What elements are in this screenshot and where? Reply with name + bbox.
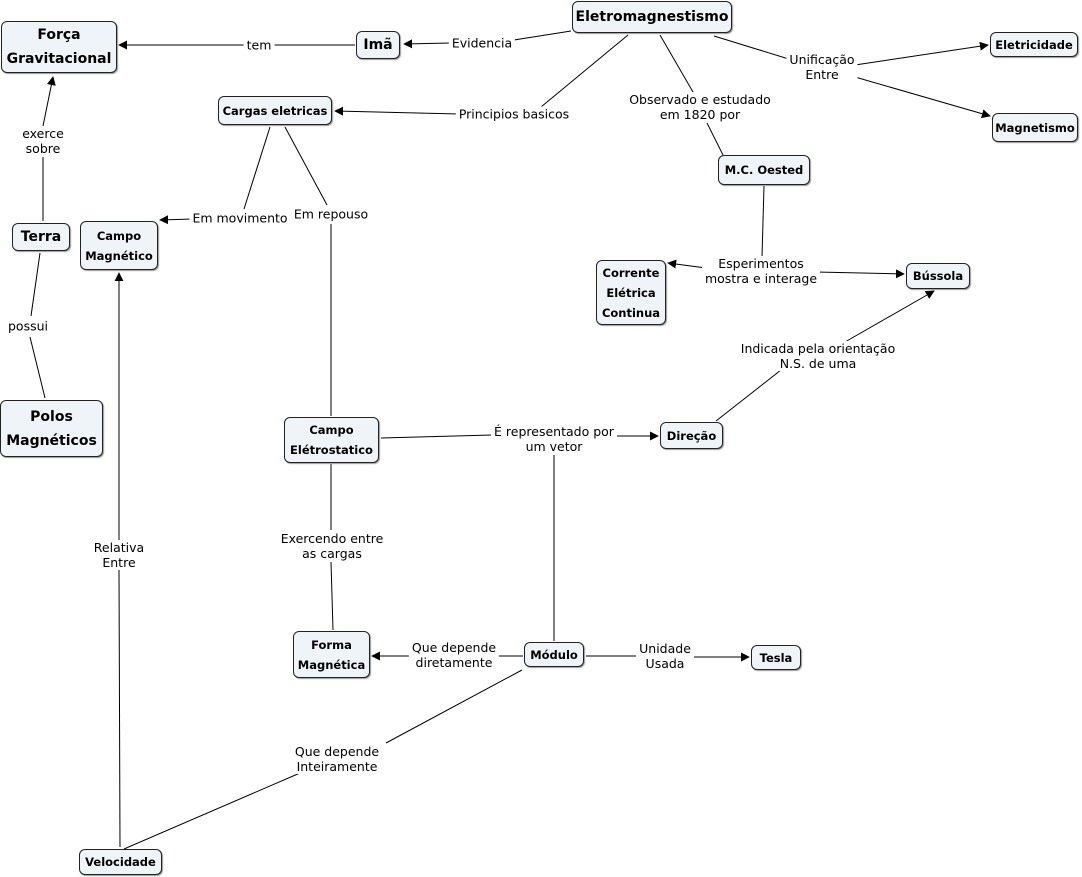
edge-oested-esperimentos [761, 185, 765, 258]
node-direcao[interactable]: Direção [660, 422, 723, 449]
edge-exercendo-forma [330, 561, 334, 631]
link-label-em-movimento: Em movimento [189, 210, 291, 226]
link-label-que-depende-diretamente: Que depende diretamente [408, 640, 500, 670]
edge-dependeint-velocidade [123, 772, 301, 850]
link-label-exercendo: Exercendo entre as cargas [277, 531, 387, 561]
edge-direcao-indicada [715, 369, 782, 422]
edge-unificacao-magnetismo [854, 76, 991, 119]
link-label-relativa: Relativa Entre [90, 540, 148, 570]
edge-eletro-unificacao [713, 35, 793, 61]
link-label-exerce: exerce sobre [19, 126, 67, 156]
edge-campo-ele-representado [380, 434, 493, 439]
link-label-tem: tem [243, 37, 275, 53]
node-mc-oested[interactable]: M.C. Oested [718, 155, 810, 185]
link-label-evidencia: Evidencia [448, 35, 516, 51]
edge-esperimentos-corrente [667, 259, 707, 269]
edge-cargas-movimento [243, 126, 271, 210]
node-terra[interactable]: Terra [12, 223, 70, 251]
link-label-que-depende-inteiramente: Que depende Inteiramente [291, 744, 383, 774]
edge-observado-oested [706, 122, 724, 156]
node-eletromagnetismo[interactable]: Eletromagnestismo [572, 1, 732, 33]
node-eletricidade[interactable]: Eletricidade [990, 32, 1078, 57]
edge-modulo-dependeint [385, 669, 523, 744]
link-label-unidade: Unidade Usada [636, 641, 694, 671]
edge-velocidade-relativa [118, 569, 121, 848]
link-label-em-repouso: Em repouso [290, 206, 372, 222]
node-corrente-eletrica[interactable]: Corrente Elétrica Continua [596, 260, 666, 325]
node-polos-magneticos[interactable]: Polos Magnéticos [0, 400, 103, 457]
node-campo-magnetico[interactable]: Campo Magnético [80, 221, 158, 270]
edge-movimento-campo [159, 215, 193, 225]
edge-esperimentos-bussola [815, 269, 905, 279]
edge-evidencia-ima [403, 39, 451, 49]
edge-exerce-forca [42, 76, 56, 127]
node-tesla[interactable]: Tesla [751, 645, 801, 670]
edge-eletro-observado [659, 34, 694, 93]
node-ima[interactable]: Imã [356, 31, 400, 59]
edge-terra-possui [30, 252, 41, 317]
node-forma-magnetica[interactable]: Forma Magnética [293, 631, 370, 678]
node-bussola[interactable]: Bússola [906, 263, 970, 289]
node-modulo[interactable]: Módulo [524, 642, 584, 667]
edge-eletro-evidencia [513, 30, 572, 41]
link-label-principios: Principios basicos [455, 106, 573, 122]
edge-cargas-repouso [284, 126, 328, 206]
node-magnetismo[interactable]: Magnetismo [992, 113, 1078, 142]
link-label-observado: Observado e estudado em 1820 por [626, 92, 774, 122]
edge-possui-polos [29, 336, 46, 399]
node-forca-gravitacional[interactable]: Força Gravitacional [1, 21, 117, 73]
node-cargas-eletricas[interactable]: Cargas eletricas [218, 96, 332, 125]
edge-unificacao-eletricidade [854, 41, 989, 66]
node-velocidade[interactable]: Velocidade [79, 849, 162, 875]
link-label-representado: É representado por um vetor [491, 424, 617, 454]
link-label-possui: possui [4, 318, 52, 334]
link-label-esperimentos: Esperimentos mostra e interage [701, 256, 821, 286]
node-campo-eletrostatico[interactable]: Campo Elétrostatico [284, 417, 379, 463]
edge-eletro-principios [540, 34, 629, 108]
link-label-unificacao: Unificação Entre [786, 52, 858, 82]
edge-principios-cargas [334, 106, 460, 116]
edge-indicada-bussola [844, 290, 935, 343]
link-label-indicada: Indicada pela orientação N.S. de uma [737, 341, 899, 371]
